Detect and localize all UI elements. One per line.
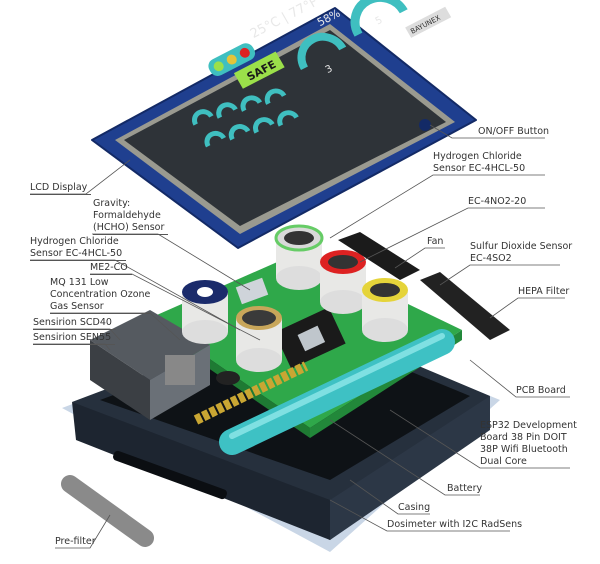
sensor-hcl-right [274,224,324,290]
label-casing: Casing [398,502,431,513]
lcd-display: SAFE 25°C | 77°F 58% 3 5 BAYUNEX [91,0,477,249]
label-pcb: PCB Board [516,385,566,396]
label-battery: Battery [447,483,483,494]
dosimeter [193,361,309,425]
label-dosimeter: Dosimeter with I2C RadSens [387,519,523,530]
hepa-filter [420,272,510,340]
buzzer [216,371,240,385]
hcho-sensor [235,277,269,305]
battery [219,329,455,455]
label-hepa: HEPA Filter [518,286,570,297]
gauge-right-value: 5 [374,15,385,28]
pre-filter [61,475,154,547]
label-scd40: Sensirion SCD40 [33,317,116,330]
label-pre-filter: Pre-filter [55,536,96,547]
sensirion-module [90,310,210,420]
label-lcd-display: LCD Display [30,182,92,195]
sensor-me2co [236,306,282,372]
label-me2co: ME2-CO [90,262,132,275]
label-hcho-sensor: Gravity:Formaldehyde(HCHO) Sensor [93,198,169,235]
gauge-left-value: 3 [324,63,335,76]
label-sen55: Sensirion SEN55 [33,332,116,345]
sensor-so2 [362,278,408,342]
sensor-no2 [320,250,366,314]
sensors [182,224,408,385]
label-fan: Fan [427,236,444,247]
label-on-off-button: ON/OFF Button [478,126,550,137]
fan [338,232,420,280]
label-no2: EC-4NO2-20 [468,196,527,207]
on-off-button [419,119,431,131]
